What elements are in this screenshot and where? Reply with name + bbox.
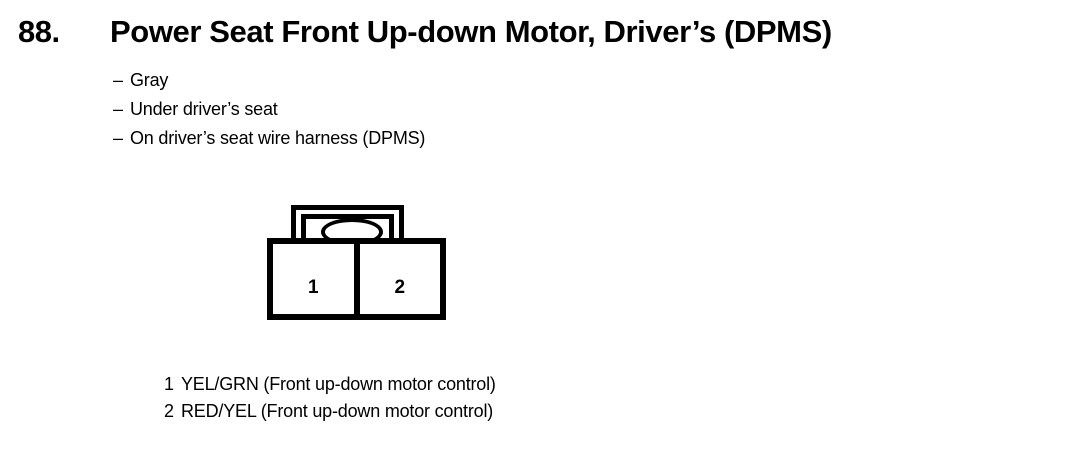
connector-body: 1 2 — [267, 238, 446, 320]
pin-legend-description: YEL/GRN (Front up-down motor control) — [181, 374, 496, 394]
spec-item-label: Gray — [130, 70, 169, 90]
pin-legend-row: 2 RED/YEL (Front up-down motor control) — [164, 398, 804, 425]
pin-legend-description: RED/YEL (Front up-down motor control) — [181, 401, 494, 421]
spec-item-location: –Under driver’s seat — [113, 95, 713, 124]
entry-number: 88. — [18, 14, 60, 49]
pin-legend: 1 YEL/GRN (Front up-down motor control) 2… — [164, 371, 804, 425]
connector-diagram: 1 2 — [265, 200, 451, 324]
dash-bullet-icon: – — [113, 128, 123, 148]
page-header: 88. Power Seat Front Up-down Motor, Driv… — [0, 14, 1072, 56]
pin-legend-number: 1 — [164, 374, 174, 394]
connector-cavity-1: 1 — [273, 244, 354, 314]
spec-item-color: –Gray — [113, 66, 713, 95]
cavity-number-label: 1 — [307, 276, 319, 298]
spec-item-label: Under driver’s seat — [130, 99, 278, 119]
dash-bullet-icon: – — [113, 70, 123, 90]
cavity-number-label: 2 — [394, 276, 406, 298]
spec-item-harness: –On driver’s seat wire harness (DPMS) — [113, 124, 713, 153]
pin-legend-row: 1 YEL/GRN (Front up-down motor control) — [164, 371, 804, 398]
page-title: Power Seat Front Up-down Motor, Driver’s… — [110, 14, 832, 49]
spec-list: –Gray –Under driver’s seat –On driver’s … — [113, 66, 713, 153]
connector-latch-outer-shell-icon — [291, 205, 404, 241]
pin-legend-number: 2 — [164, 401, 174, 421]
connector-latch-inner-shell-icon — [301, 214, 394, 241]
dash-bullet-icon: – — [113, 99, 123, 119]
connector-cavity-2: 2 — [353, 244, 440, 314]
spec-item-label: On driver’s seat wire harness (DPMS) — [130, 128, 426, 148]
